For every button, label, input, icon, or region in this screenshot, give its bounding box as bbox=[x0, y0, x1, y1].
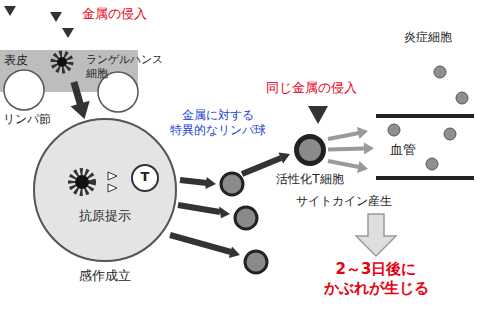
langerhans-cell bbox=[75, 175, 89, 189]
langerhans-cell bbox=[54, 54, 70, 70]
flow-arrow bbox=[328, 143, 374, 155]
cell-label: ランゲルハンス 細胞 bbox=[86, 53, 166, 81]
flow-arrow bbox=[70, 82, 89, 119]
organ-label: リンパ節 bbox=[3, 112, 51, 127]
lymph-node: リンパ節抗原提示感作成立T bbox=[33, 118, 177, 262]
layer-label: 表皮 bbox=[4, 53, 28, 68]
node-outline bbox=[132, 165, 158, 191]
langerhans-cell bbox=[72, 172, 92, 192]
arrow-head bbox=[70, 101, 89, 119]
event-label: 同じ金属の侵入 bbox=[266, 80, 357, 96]
skin-cell bbox=[4, 70, 44, 110]
vessel-label: 血管 bbox=[390, 142, 416, 158]
node-outline bbox=[33, 118, 177, 262]
cell-label: 金属に対する 特異的なリンパ球 bbox=[166, 108, 270, 138]
t-cell: T bbox=[131, 164, 159, 192]
cell-letter: T bbox=[131, 169, 159, 185]
metal-particle bbox=[62, 28, 74, 38]
result-arrow bbox=[356, 214, 396, 256]
cell-label: 炎症細胞 bbox=[404, 30, 452, 45]
metal-particle bbox=[50, 12, 62, 22]
lymph-node-fill bbox=[33, 118, 177, 262]
langerhans-cell bbox=[57, 57, 67, 67]
cytokine-arrows bbox=[328, 127, 368, 173]
cell-label: 活性化T細胞 bbox=[270, 172, 350, 187]
process-label: 抗原提示 bbox=[33, 208, 177, 224]
vessel-wall bbox=[376, 114, 474, 118]
node-outline bbox=[294, 134, 326, 166]
arrow-head bbox=[364, 143, 374, 155]
node-outline bbox=[34, 119, 176, 261]
arrow-shaft bbox=[74, 82, 80, 105]
inflammatory-cells bbox=[388, 66, 468, 170]
vessel-wall bbox=[376, 176, 474, 180]
metal-particle bbox=[308, 106, 328, 124]
node-outline bbox=[297, 137, 324, 164]
epidermis-band: 表皮ランゲルハンス 細胞 bbox=[0, 50, 138, 80]
proliferation-arrows bbox=[170, 152, 290, 258]
event-label: 金属の侵入 bbox=[82, 6, 147, 22]
result-label: 2～3日後に かぶれが生じる bbox=[320, 260, 432, 298]
antigen-mark bbox=[108, 184, 117, 192]
activated-t-cell: 活性化T細胞 bbox=[294, 134, 326, 166]
lymphocytes bbox=[221, 173, 267, 273]
arrow-shaft bbox=[328, 147, 365, 152]
process-label: 感作成立 bbox=[33, 268, 177, 284]
process-label: サイトカイン産生 bbox=[296, 194, 392, 209]
blood-vessel: 血管 bbox=[376, 118, 472, 176]
metal-particle bbox=[4, 6, 16, 16]
antigen-mark bbox=[108, 172, 117, 180]
